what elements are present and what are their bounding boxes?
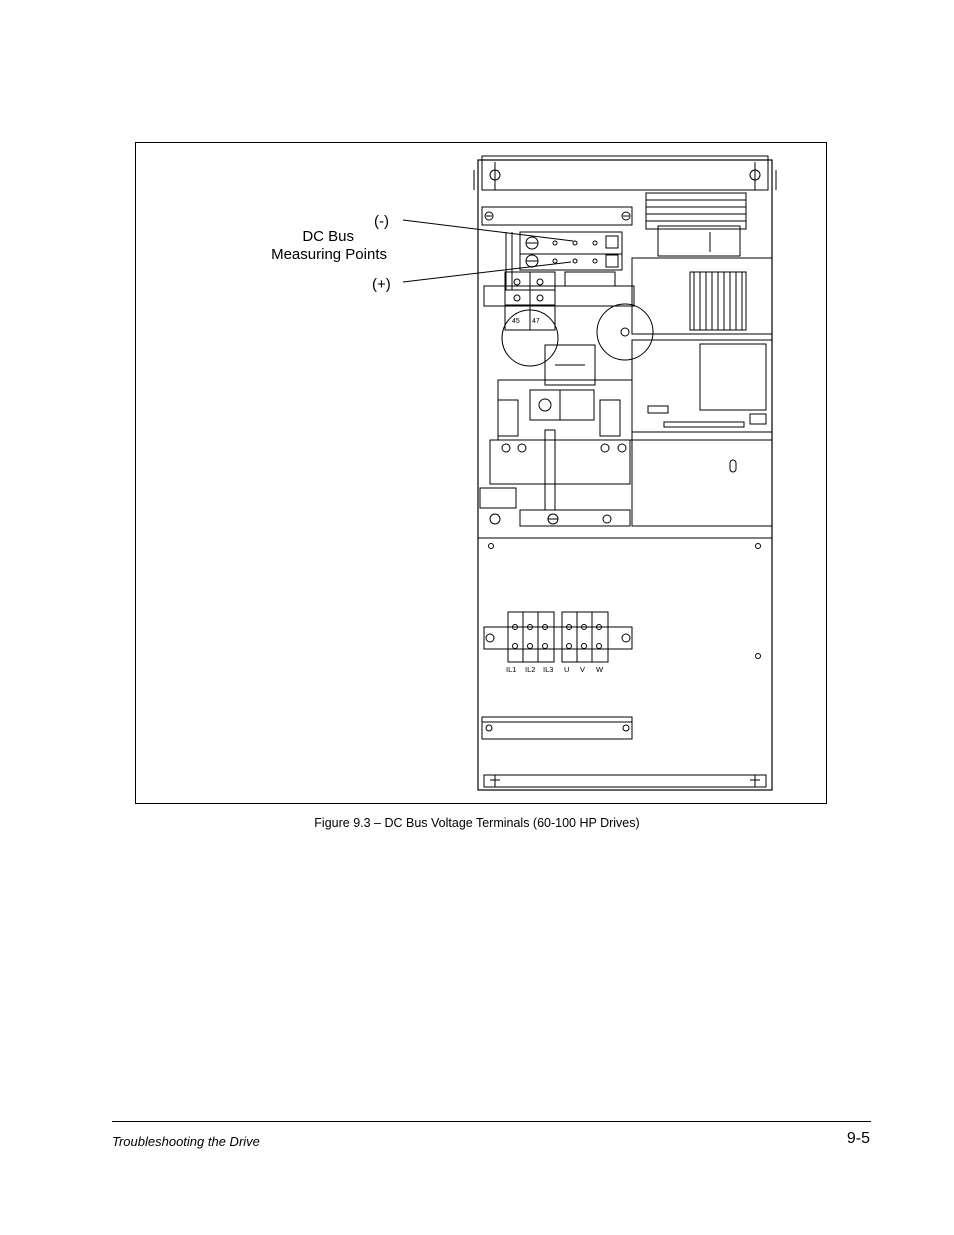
terminal-il1-label: IL1	[506, 665, 516, 674]
terminal-w-label: W	[596, 665, 604, 674]
page-number: 9-5	[846, 1130, 870, 1147]
fan-assembly	[631, 192, 773, 335]
dc-bus-label: DC Bus	[302, 228, 354, 245]
bottom-bar	[481, 716, 633, 740]
terminal-v-label: V	[580, 665, 585, 674]
measuring-points-label: Measuring Points	[271, 246, 387, 263]
terminal-il2-label: IL2	[525, 665, 535, 674]
figure-caption: Figure 9.3 – DC Bus Voltage Terminals (6…	[314, 816, 640, 830]
power-modules	[489, 344, 773, 527]
control-board	[631, 339, 773, 433]
terminal-45-label: 45	[512, 318, 520, 325]
capacitors	[501, 303, 654, 367]
base-plate	[478, 487, 772, 659]
power-terminal-strip: IL1 IL2 IL3 U V W	[483, 611, 633, 674]
top-busbar	[481, 206, 633, 226]
footer-rule	[112, 1121, 871, 1122]
terminal-u-label: U	[564, 665, 569, 674]
small-terminal-block: 45 47	[483, 271, 635, 331]
dc-bus-terminals	[505, 231, 623, 290]
figure-frame	[135, 142, 827, 804]
leader-lines	[402, 219, 574, 283]
minus-label: (-)	[374, 213, 389, 230]
chassis-outline	[473, 155, 777, 791]
terminal-47-label: 47	[532, 318, 540, 325]
plus-label: (+)	[372, 276, 391, 293]
footer-section-title: Troubleshooting the Drive	[112, 1134, 260, 1149]
terminal-il3-label: IL3	[543, 665, 553, 674]
